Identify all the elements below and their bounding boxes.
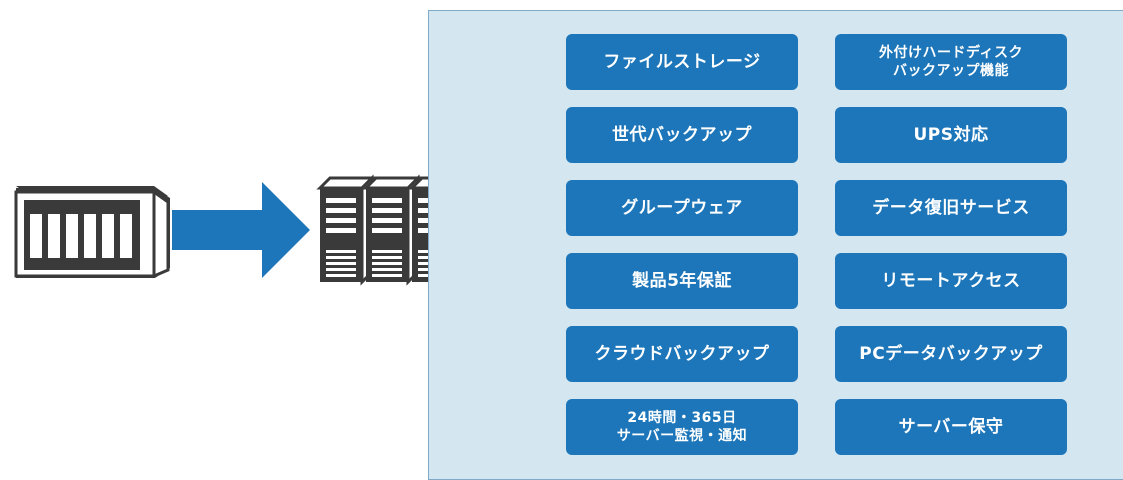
nas-device-icon — [14, 186, 170, 279]
feature-tile[interactable]: 外付けハードディスク バックアップ機能 — [835, 34, 1067, 90]
feature-tile[interactable]: PCデータバックアップ — [835, 326, 1067, 382]
server-tower — [362, 174, 422, 286]
server-tower — [316, 174, 376, 286]
feature-label: UPS対応 — [913, 125, 989, 145]
arrow-right-icon — [172, 182, 310, 278]
feature-tile[interactable]: 世代バックアップ — [566, 107, 798, 163]
feature-label: 製品5年保証 — [632, 271, 732, 291]
feature-tile[interactable]: 製品5年保証 — [566, 253, 798, 309]
feature-tile[interactable]: ファイルストレージ — [566, 34, 798, 90]
feature-label: グループウェア — [621, 198, 743, 218]
feature-label: リモートアクセス — [881, 271, 1021, 291]
feature-label: 世代バックアップ — [612, 125, 752, 145]
feature-tile[interactable]: クラウドバックアップ — [566, 326, 798, 382]
feature-tile[interactable]: データ復旧サービス — [835, 180, 1067, 236]
feature-label: クラウドバックアップ — [594, 344, 770, 364]
feature-label: PCデータバックアップ — [859, 344, 1043, 364]
feature-tile[interactable]: 24時間・365日 サーバー監視・通知 — [566, 399, 798, 455]
migration-illustration — [14, 174, 430, 286]
server-tower — [408, 176, 430, 282]
feature-tile[interactable]: グループウェア — [566, 180, 798, 236]
feature-panel: ファイルストレージ 外付けハードディスク バックアップ機能世代バックアップ UPS対… — [428, 10, 1123, 480]
feature-tile[interactable]: リモートアクセス — [835, 253, 1067, 309]
feature-label: サーバー保守 — [898, 417, 1004, 437]
feature-tile[interactable]: サーバー保守 — [835, 399, 1067, 455]
feature-tile[interactable]: UPS対応 — [835, 107, 1067, 163]
feature-label: ファイルストレージ — [603, 52, 761, 72]
feature-label: 24時間・365日 サーバー監視・通知 — [616, 410, 748, 444]
feature-label: データ復旧サービス — [872, 198, 1030, 218]
server-rack-icon — [316, 174, 430, 286]
feature-label: 外付けハードディスク バックアップ機能 — [878, 45, 1024, 79]
